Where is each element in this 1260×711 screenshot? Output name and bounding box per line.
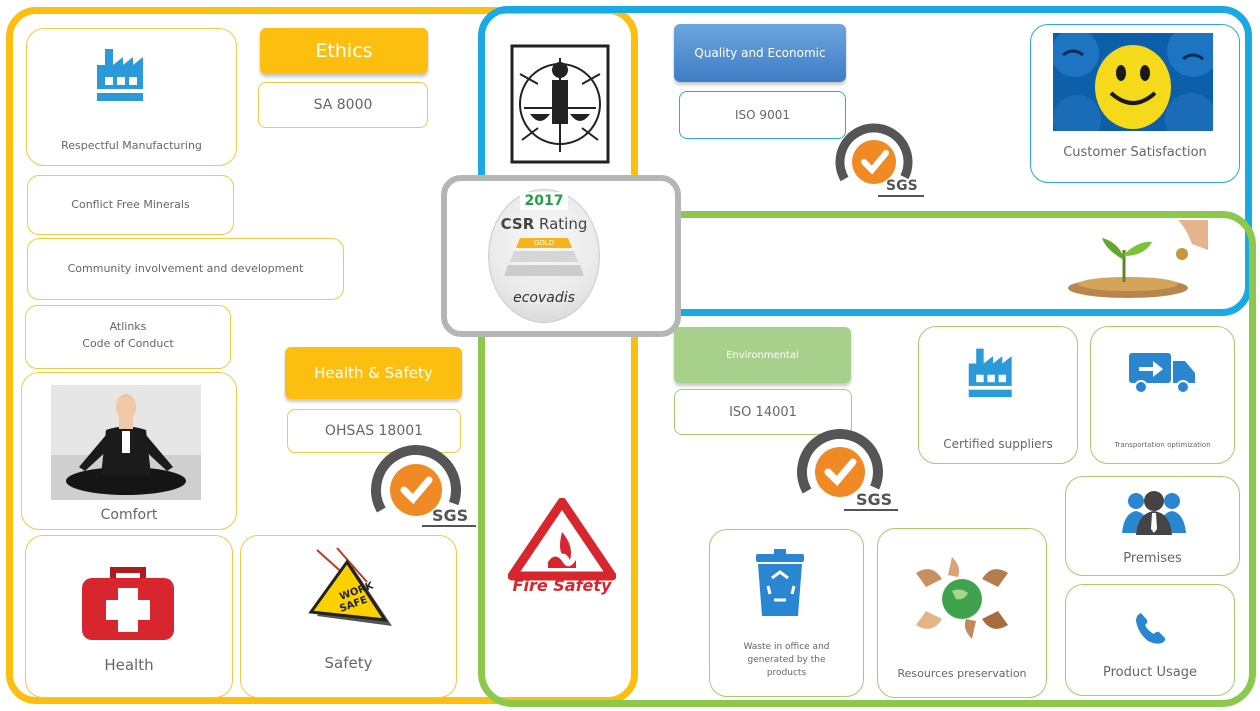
recycle-bin-icon [756, 549, 804, 616]
csr-disc [488, 189, 600, 323]
sgs-iso14001-badge: SGS [788, 424, 900, 516]
iso9001-standard: ISO 9001 [679, 91, 846, 139]
certified-suppliers-card: Certified suppliers [918, 326, 1078, 464]
ethics-health-safety-frame [6, 7, 638, 704]
fire-safety-icon [508, 498, 616, 581]
resources-preservation-label: Resources preservation [897, 667, 1027, 680]
transportation-card: Transportation optimization [1090, 326, 1235, 464]
code-of-conduct-line2: Code of Conduct [82, 337, 174, 350]
iso14001-standard: ISO 14001 [674, 389, 852, 435]
sgs-iso14001-text: SGS [856, 490, 893, 509]
safety-label: Safety [324, 654, 373, 672]
premises-card: Premises [1065, 476, 1240, 576]
quality-economic-frame [478, 6, 1252, 316]
csr-year: 2017 [520, 192, 568, 210]
csr-level: GOLD [533, 239, 555, 247]
first-aid-kit-icon [82, 567, 174, 640]
hands-earth-icon [916, 557, 1008, 639]
csr-pyramid [504, 238, 584, 276]
money-plant-icon [1068, 220, 1208, 298]
respectful-manufacturing-card: Respectful Manufacturing [26, 28, 237, 166]
fire-safety-label: Fire Safety [512, 576, 612, 595]
comfort-card: Comfort [21, 372, 237, 530]
premises-label: Premises [1123, 551, 1182, 566]
community-involvement-card: Community involvement and development [27, 238, 344, 300]
health-label: Health [104, 656, 154, 674]
waste-label-line1: Waste in office and [743, 642, 830, 652]
ethics-symbol-icon [510, 44, 610, 164]
waste-card: Waste in office and generated by the pro… [709, 529, 864, 697]
health-card: Health [25, 535, 233, 698]
health-safety-header: Health & Safety [285, 347, 462, 399]
environmental-frame [478, 211, 1256, 707]
certified-suppliers-label: Certified suppliers [943, 437, 1053, 451]
quality-economic-header: Quality and Economic [674, 24, 846, 82]
environmental-header: Environmental [674, 327, 851, 383]
sgs-ohsas-seal [371, 445, 476, 532]
sa8000-standard: SA 8000 [258, 82, 428, 128]
product-usage-label: Product Usage [1103, 665, 1197, 680]
ethics-header: Ethics [260, 28, 428, 74]
phone-icon [1136, 613, 1166, 644]
work-safe-sign-icon: WORK SAFE [308, 547, 392, 626]
sgs-ohsas-badge: SGS [362, 440, 478, 532]
product-usage-card: Product Usage [1065, 584, 1235, 696]
waste-label-line3: products [766, 668, 807, 678]
code-of-conduct-card: Atlinks Code of Conduct [25, 305, 231, 369]
safety-card: WORK SAFE Safety [240, 535, 457, 698]
waste-label-line2: generated by the [747, 655, 826, 665]
csr-title-rest: Rating [534, 215, 588, 233]
people-group-icon [1122, 491, 1186, 535]
csr-title: CSR Rating [488, 215, 600, 233]
sgs-iso9001-text: SGS [886, 178, 918, 194]
respectful-manufacturing-label: Respectful Manufacturing [61, 139, 202, 152]
transportation-label: Transportation optimization [1114, 441, 1211, 449]
conflict-free-minerals-label: Conflict Free Minerals [71, 198, 190, 211]
comfort-label: Comfort [100, 507, 158, 523]
csr-rating-badge: 2017 CSR Rating GOLD ecovadis [488, 185, 600, 325]
csr-title-bold: CSR [500, 215, 535, 233]
ohsas18001-standard: OHSAS 18001 [287, 409, 461, 453]
factory-icon [968, 348, 1012, 398]
smiley-faces-photo [1053, 33, 1213, 131]
resources-preservation-card: Resources preservation [877, 528, 1047, 698]
customer-satisfaction-label: Customer Satisfaction [1063, 145, 1207, 160]
customer-satisfaction-card: Customer Satisfaction [1030, 24, 1240, 183]
conflict-free-minerals-card: Conflict Free Minerals [27, 175, 234, 235]
meditation-photo [51, 385, 201, 500]
sgs-iso9001-badge: SGS [826, 118, 926, 200]
csr-brand: ecovadis [513, 290, 575, 306]
code-of-conduct-line1: Atlinks [109, 320, 147, 333]
community-involvement-label: Community involvement and development [67, 262, 304, 275]
factory-icon [97, 49, 143, 101]
sgs-iso14001-seal [797, 429, 898, 515]
delivery-truck-icon [1129, 353, 1195, 394]
sgs-iso9001-seal [835, 123, 924, 200]
sgs-ohsas-text: SGS [432, 506, 469, 525]
